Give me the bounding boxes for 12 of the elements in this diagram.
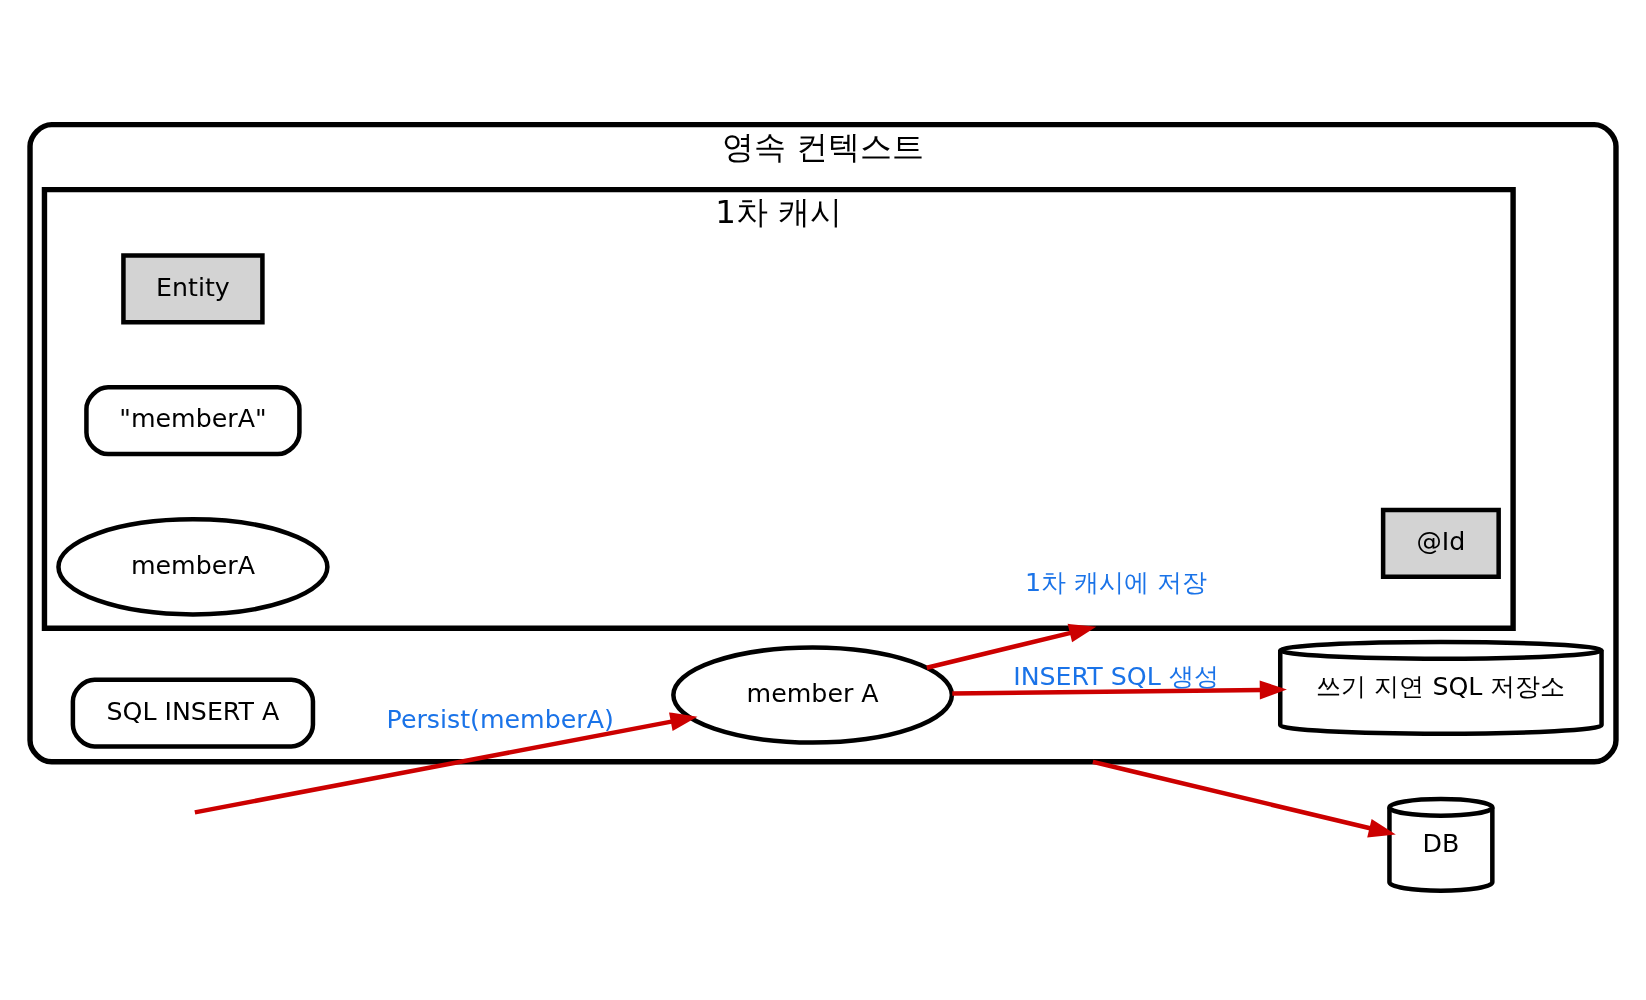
node-box: @Id [1380, 507, 1501, 579]
arrow [194, 711, 698, 815]
edge-label: INSERT SQL 생성 [1013, 661, 1219, 691]
edge-label: 1차 캐시에 저장 [1024, 567, 1208, 597]
arrow [952, 679, 1287, 699]
arrow [926, 623, 1097, 670]
arrow [1092, 759, 1396, 837]
node-ellipse: memberA [56, 516, 330, 617]
edge-label: Persist(memberA) [386, 704, 614, 734]
node-box: Entity [121, 252, 265, 325]
node-box: "memberA" [84, 384, 302, 456]
node-box: SQL INSERT A [70, 676, 316, 749]
